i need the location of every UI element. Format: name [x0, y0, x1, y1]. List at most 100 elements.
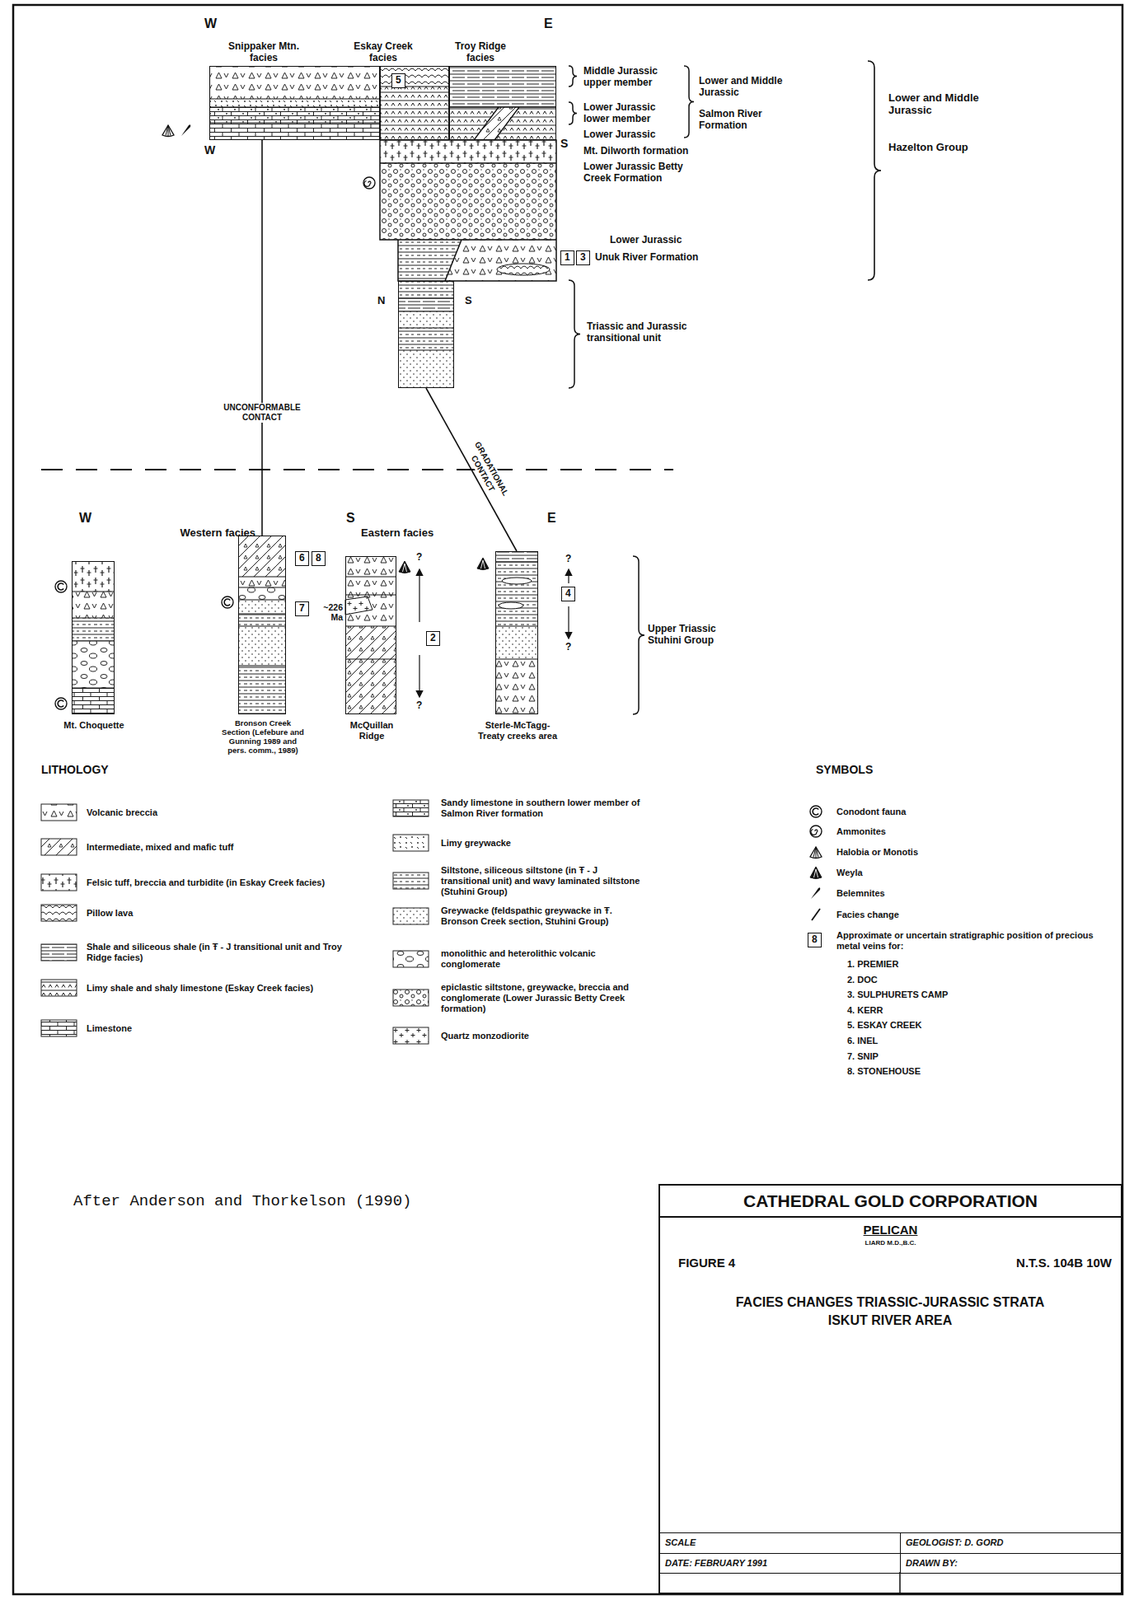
legend-text: Felsic tuff, breccia and turbidite (in E…	[86, 877, 367, 889]
callout-box: 3	[576, 250, 591, 266]
page-frame	[13, 4, 1123, 1595]
tuff-wedge	[473, 107, 520, 141]
legend-text: Weyla	[836, 867, 1101, 879]
legend-heading: LITHOLOGY	[41, 763, 109, 777]
strat-column: Troy Ridge facies	[449, 65, 557, 141]
callout-box: 7	[295, 601, 310, 617]
ammonite-symbol	[363, 177, 375, 189]
shale-layer	[449, 65, 557, 108]
pillow-lava-lens	[496, 263, 550, 276]
vein-list-item: 5. ESKAY CREEK	[847, 1020, 922, 1031]
greywacke-lens	[501, 577, 532, 585]
ammonite-symbol	[810, 825, 822, 838]
vein-list-item: 3. SULPHURETS CAMP	[847, 989, 948, 1001]
pillow-lava-lens	[496, 263, 550, 276]
strat-column: Eskay Creek facies5	[379, 65, 450, 141]
greywacke-layer	[495, 626, 539, 660]
weyla-symbol	[810, 866, 822, 880]
felsic-tuff-layer	[379, 140, 557, 164]
column-name: Sterle-McTagg-Treaty creeks area	[472, 720, 563, 741]
facies-heading: Snippaker Mtn. facies	[222, 41, 305, 65]
facies-change-symbol	[811, 909, 821, 921]
tuff-layer	[238, 535, 286, 577]
shale-layer	[398, 298, 455, 312]
legend-text: Halobia or Monotis	[836, 847, 1101, 858]
weyla-symbol	[477, 557, 489, 571]
title-text: FACIES CHANGES TRIASSIC-JURASSIC STRATA …	[725, 1293, 1055, 1331]
legend-text: Ammonites	[836, 826, 1101, 838]
direction-letter: N	[377, 295, 385, 308]
strat-column: Mt. Choquette	[71, 561, 115, 715]
legend-text: Limy greywacke	[440, 838, 647, 849]
title-text: LIARD M.D.,B.C.	[660, 1239, 1121, 1247]
halobia-symbol	[162, 125, 174, 137]
sandy-limestone-layer	[209, 107, 380, 123]
company-name: CATHEDRAL GOLD CORPORATION	[660, 1191, 1121, 1212]
uncertainty-mark: ?	[416, 552, 422, 564]
monzodiorite-lens	[345, 596, 373, 615]
cell-text: DATE: FEBRUARY 1991	[665, 1558, 768, 1570]
conglomerate-layer	[238, 587, 286, 600]
title-text: N.T.S. 104B 10W	[932, 1255, 1112, 1270]
mcquillan-fill	[345, 556, 397, 715]
layer-boundary	[495, 562, 539, 660]
callout-box: 8	[807, 932, 822, 948]
tuff-wedge	[473, 107, 520, 141]
legend-text: Facies change	[836, 909, 1101, 921]
title-cell: DATE: FEBRUARY 1991	[660, 1553, 900, 1575]
callout-number: 8	[315, 552, 322, 565]
snippaker-fill	[209, 65, 380, 141]
bronson-fill	[238, 535, 286, 715]
compass-letter: W	[204, 143, 216, 157]
group-label: Hazelton Group	[888, 141, 969, 155]
age-label: ~226 Ma	[314, 602, 343, 623]
title-cell: DRAWN BY:	[899, 1553, 1121, 1575]
siltstone-layer	[398, 281, 455, 299]
breccia-layer	[345, 556, 397, 627]
compass-letter: E	[543, 16, 553, 32]
limestone-layer	[71, 688, 115, 715]
limy-shale-layer	[379, 86, 450, 141]
legend-text: Siltstone, siliceous siltstone (in Ŧ - J…	[440, 865, 647, 898]
greywacke-layer	[398, 350, 455, 389]
conglomerate-layer	[71, 641, 115, 689]
column-name: Mt. Choquette	[44, 720, 144, 732]
legend-text: Greywacke (feldspathic greywacke in Ŧ. B…	[440, 905, 647, 928]
conodont-symbol	[55, 581, 67, 593]
conodont-symbol	[810, 805, 822, 818]
callout-box: 1	[560, 250, 575, 266]
unit-label: Lower Jurassic Betty Creek Formation	[583, 161, 695, 185]
edge-label: GRADATIONAL CONTACT	[458, 429, 517, 515]
legend-swatch	[393, 989, 429, 1007]
legend-text: Conodont fauna	[836, 806, 1101, 818]
vein-list-item: 4. KERR	[847, 1005, 883, 1017]
compass-letter: W	[79, 510, 92, 526]
compass-letter: E	[547, 510, 557, 526]
epiclastic-layer	[379, 163, 557, 240]
vein-list-item: 7. SNIP	[847, 1051, 879, 1063]
legend-swatch	[41, 904, 77, 922]
shale-layer	[495, 551, 539, 563]
strat-column: Bronson Creek Section (Lefebure and Gunn…	[238, 535, 286, 715]
column-name: Bronson Creek Section (Lefebure and Gunn…	[221, 719, 305, 756]
siltstone-layer	[238, 613, 286, 627]
legend-swatch	[41, 1020, 77, 1037]
cell-text: DRAWN BY:	[905, 1558, 958, 1570]
brace	[867, 60, 881, 281]
legend-swatch	[41, 874, 77, 891]
felsic-tuff-layer	[71, 561, 115, 592]
conodont-symbol	[55, 698, 67, 710]
wavy-layer	[379, 65, 450, 87]
vein-list-item: 1. PREMIER	[847, 959, 899, 970]
belemnite-symbol	[810, 887, 821, 900]
troy-fill	[449, 65, 557, 141]
callout-box: 6	[295, 551, 310, 567]
source-note: After Anderson and Thorkelson (1990)	[73, 1193, 412, 1212]
legend-swatch	[41, 838, 77, 856]
unit-label: Lower Jurassic	[609, 234, 682, 247]
legend-text: monolithic and heterolithic volcanic con…	[440, 948, 647, 970]
siltstone-layer	[398, 328, 455, 351]
legend-swatch	[393, 908, 429, 925]
compass-letter: S	[346, 510, 356, 526]
